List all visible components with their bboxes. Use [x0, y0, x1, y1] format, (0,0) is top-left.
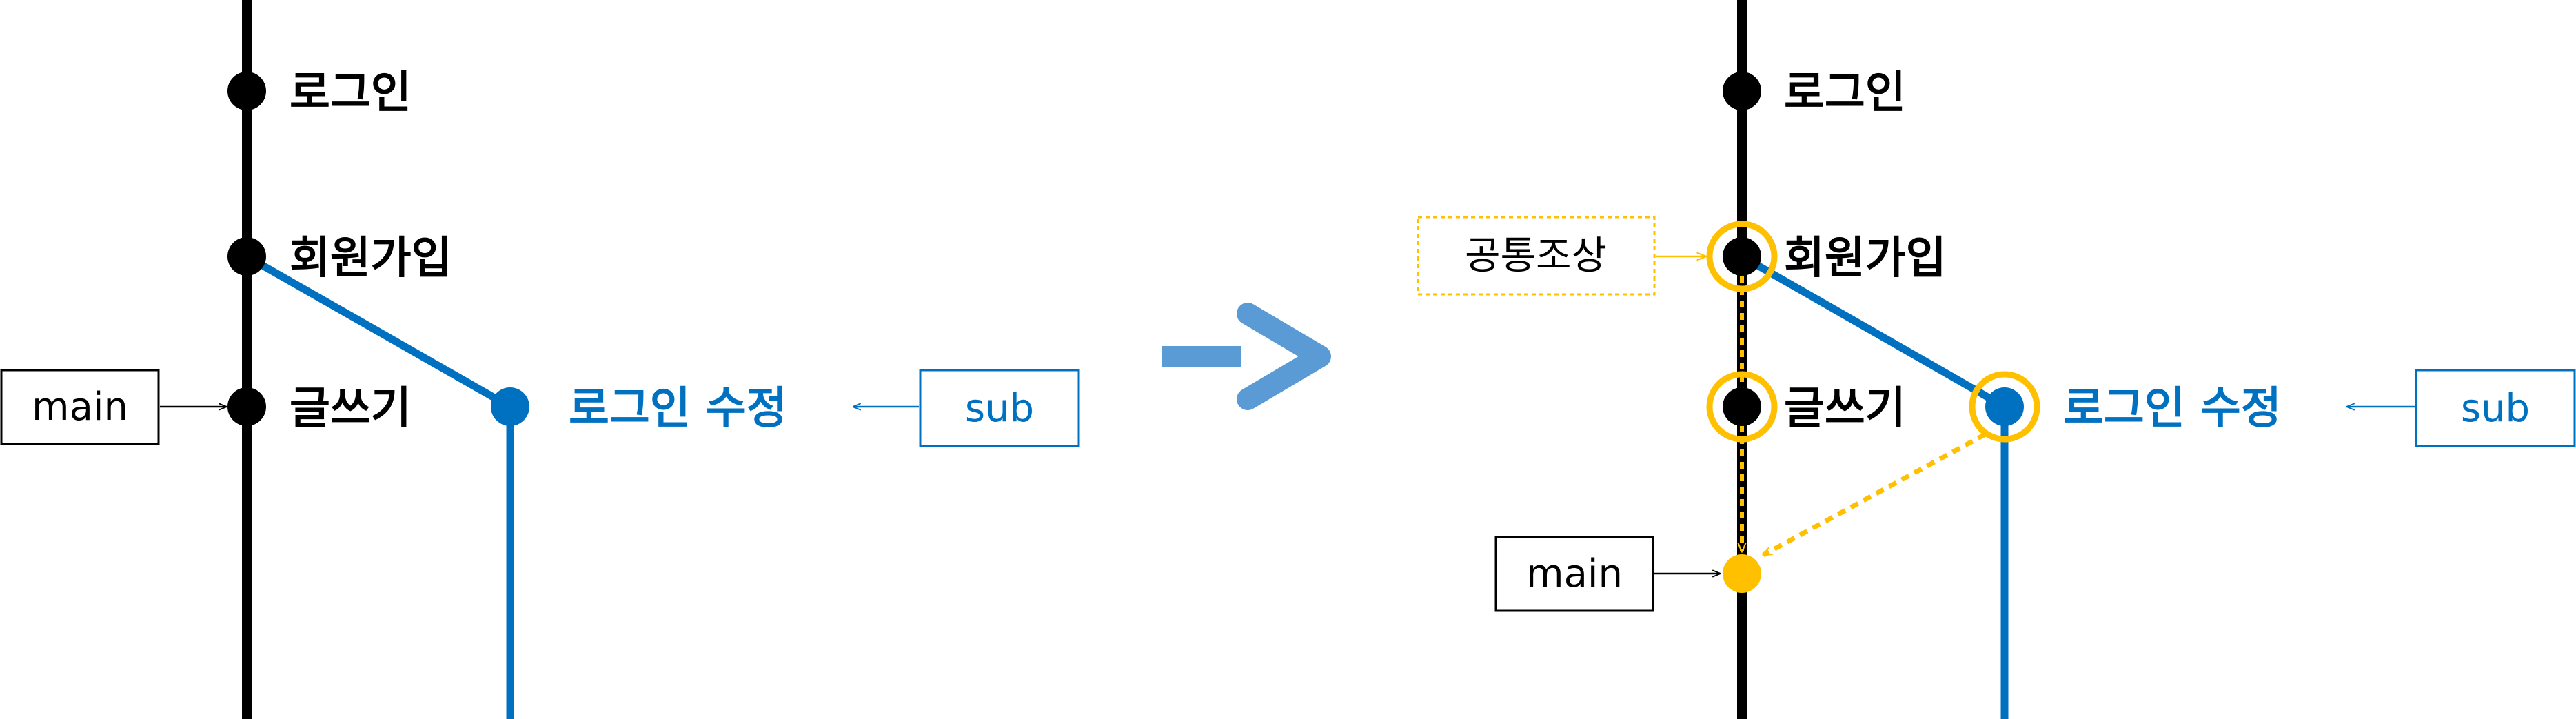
sub-ref-label: sub [965, 386, 1034, 431]
common-ancestor-label: 공통조상 [1465, 234, 1607, 279]
commit-node-signup [227, 237, 266, 276]
sub-ref-box: sub [919, 369, 1080, 447]
highlight-ring-ancestor [1706, 221, 1778, 292]
main-ref-label: main [32, 385, 128, 429]
commit-label-login: 로그인 [290, 68, 412, 119]
sub-ref-label: sub [2461, 386, 2530, 431]
commit-node-login [1723, 72, 1761, 110]
sub-branch-link [1740, 253, 2007, 410]
commit-node-login [227, 72, 266, 110]
common-ancestor-box: 공통조상 [1417, 216, 1656, 296]
commit-label-signup: 회원가입 [290, 233, 452, 284]
highlight-ring-login-fix [1969, 371, 2040, 443]
commit-node-write [1723, 387, 1761, 426]
commit-node-write [227, 387, 266, 426]
commit-label-write: 글쓰기 [1784, 383, 1906, 434]
sub-ref-box: sub [2415, 369, 2576, 447]
commit-node-login-fix [1985, 387, 2024, 426]
after-graph: 로그인 회원가입 글쓰기 로그인 수정 공통조상 main sub [1417, 0, 2576, 719]
commit-label-login: 로그인 [1784, 68, 1906, 119]
commit-node-login-fix [491, 387, 529, 426]
commit-node-merge [1723, 554, 1761, 593]
sub-branch-link [245, 253, 512, 410]
right-arrow-icon [1162, 303, 1331, 410]
commit-label-login-fix: 로그인 수정 [2063, 383, 2282, 434]
commit-node-signup [1723, 237, 1761, 276]
commit-label-login-fix: 로그인 수정 [569, 383, 787, 434]
before-graph: 로그인 회원가입 글쓰기 로그인 수정 main sub [0, 0, 1080, 719]
merge-path-sub [1763, 432, 1987, 558]
main-ref-box: main [0, 369, 160, 445]
main-ref-box: main [1494, 536, 1654, 612]
main-ref-label: main [1526, 551, 1623, 596]
highlight-ring-write [1706, 371, 1778, 443]
commit-label-signup: 회원가입 [1784, 233, 1947, 284]
commit-label-write: 글쓰기 [290, 383, 412, 434]
